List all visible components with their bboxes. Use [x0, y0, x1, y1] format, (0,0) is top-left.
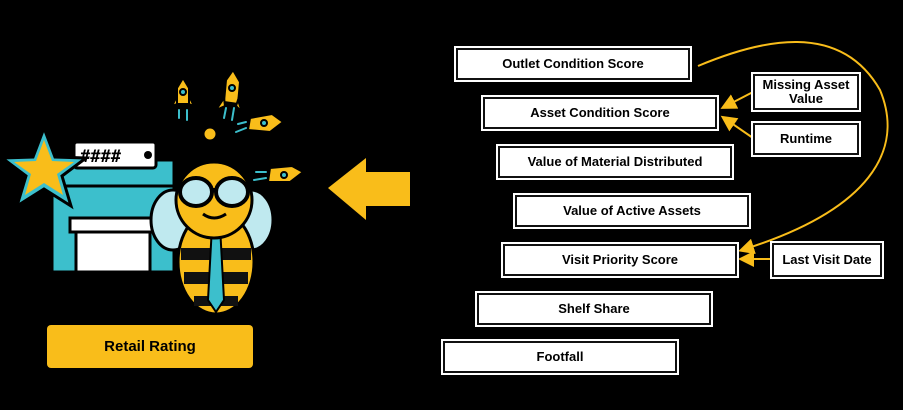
- main-arrow-icon: [328, 158, 410, 220]
- retail-rating-label: Retail Rating: [47, 325, 253, 368]
- factor-shelf-share: Shelf Share: [477, 293, 711, 325]
- arrow-runtime-to-asset: [720, 115, 754, 139]
- input-last-visit-date: Last Visit Date: [772, 243, 882, 277]
- sign-text: ####: [80, 147, 122, 167]
- rocket-icon: [169, 68, 305, 183]
- factor-footfall: Footfall: [443, 341, 677, 373]
- input-missing-asset-value: Missing Asset Value: [753, 74, 859, 110]
- store-icon: [50, 158, 176, 274]
- arrow-outlet-to-visit: [697, 41, 889, 255]
- arrow-missing-to-asset: [720, 91, 754, 109]
- factor-asset-condition-score: Asset Condition Score: [483, 97, 717, 129]
- rocket-trails: [178, 107, 267, 181]
- factor-outlet-condition-score: Outlet Condition Score: [456, 48, 690, 80]
- factor-value-active-assets: Value of Active Assets: [515, 195, 749, 227]
- bee-mascot-icon: [149, 125, 275, 316]
- factor-value-material-distributed: Value of Material Distributed: [498, 146, 732, 178]
- store-sign: ####: [72, 140, 158, 170]
- factor-visit-priority-score: Visit Priority Score: [503, 244, 737, 276]
- input-runtime: Runtime: [753, 123, 859, 155]
